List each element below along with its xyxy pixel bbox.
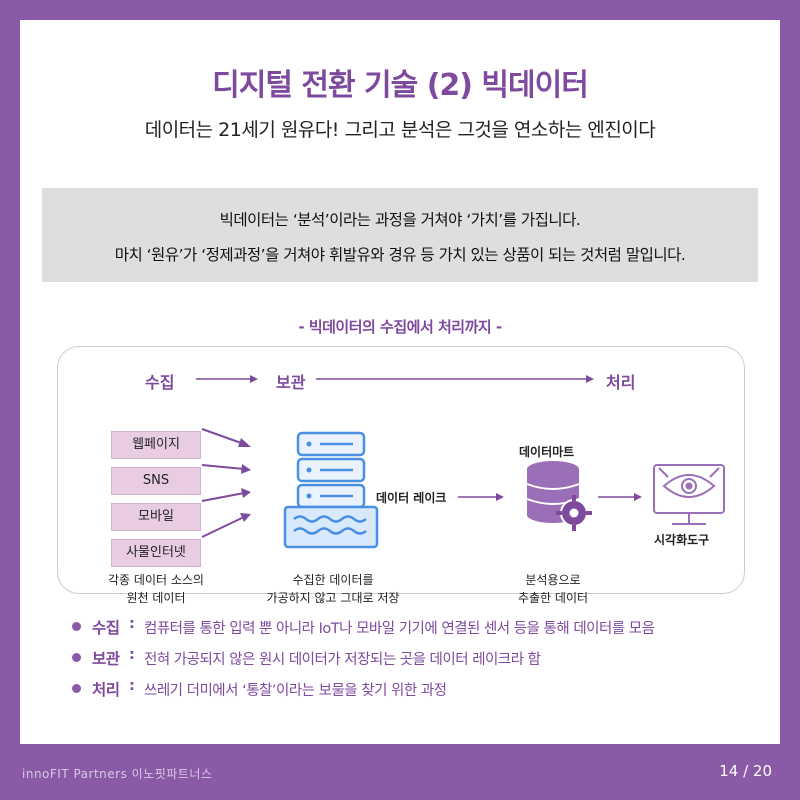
source-mobile: 모바일 <box>111 503 201 531</box>
stage-collect: 수집 <box>145 373 175 392</box>
source-arrows <box>201 428 251 538</box>
bullet-term: 처리 <box>92 681 120 699</box>
page-number: 14 / 20 <box>719 762 772 780</box>
lake-caption-line-2: 가공하지 않고 그대로 저장 <box>266 591 400 605</box>
bullet-dot-icon <box>72 622 81 631</box>
data-mart-icon <box>526 461 592 531</box>
source-webpage: 웹페이지 <box>111 431 201 459</box>
intro-line-2: 마치 ‘원유’가 ‘정제과정’을 거쳐야 휘발유와 경유 등 가치 있는 상품이… <box>114 246 686 264</box>
source-sns: SNS <box>111 467 201 495</box>
stage-store: 보관 <box>276 373 306 392</box>
section-title: - 빅데이터의 수집에서 처리까지 - <box>298 318 502 336</box>
bullet-collect: 수집 : 컴퓨터를 통한 입력 뿐 아니라 IoT나 모바일 기기에 연결된 센… <box>72 616 772 647</box>
pipeline-diagram: 수집 보관 처리 <box>57 346 745 605</box>
bullet-colon: : <box>129 678 135 694</box>
bullet-colon: : <box>129 616 135 632</box>
slide-card: 디지털 전환 기술 (2) 빅데이터 데이터는 21세기 원유다! 그리고 분석… <box>20 20 780 744</box>
bullet-term: 수집 <box>92 619 120 637</box>
mart-caption-line-2: 추출한 데이터 <box>517 591 589 605</box>
stage-arrow-store-process <box>316 375 594 383</box>
bullet-term: 보관 <box>92 650 120 668</box>
visualization-monitor-icon <box>653 464 725 525</box>
data-lake-label: 데이터 레이크 <box>376 491 447 505</box>
intro-line-1: 빅데이터는 ‘분석’이라는 과정을 거쳐야 ‘가치’를 가집니다. <box>219 211 581 229</box>
bullet-list: 수집 : 컴퓨터를 통한 입력 뿐 아니라 IoT나 모바일 기기에 연결된 센… <box>72 616 772 709</box>
viz-tool-label: 시각화도구 <box>654 533 710 547</box>
diagram-graphics <box>196 375 725 549</box>
bullet-desc: 쓰레기 더미에서 ‘통찰’이라는 보물을 찾기 위한 과정 <box>144 683 447 699</box>
bullet-colon: : <box>129 647 135 663</box>
lake-caption-line-1: 수집한 데이터를 <box>292 573 374 587</box>
bullet-dot-icon <box>72 653 81 662</box>
sources-caption-line-2: 원천 데이터 <box>126 591 186 605</box>
mart-caption: 분석용으로 추출한 데이터 <box>488 571 618 607</box>
arrow-mart-viz <box>598 493 642 501</box>
sources-caption: 각종 데이터 소스의 원천 데이터 <box>88 571 224 607</box>
bullet-store: 보관 : 전혀 가공되지 않은 원시 데이터가 저장되는 곳을 데이터 레이크라… <box>72 647 772 678</box>
stage-arrow-collect-store <box>196 375 258 383</box>
bullet-dot-icon <box>72 684 81 693</box>
bullet-desc: 컴퓨터를 통한 입력 뿐 아니라 IoT나 모바일 기기에 연결된 센서 등을 … <box>144 621 655 637</box>
mart-caption-line-1: 분석용으로 <box>525 573 581 587</box>
page-subtitle: 데이터는 21세기 원유다! 그리고 분석은 그것을 연소하는 엔진이다 <box>144 119 656 141</box>
data-lake-icon <box>283 431 379 549</box>
bullet-process: 처리 : 쓰레기 더미에서 ‘통찰’이라는 보물을 찾기 위한 과정 <box>72 678 772 709</box>
intro-box: 빅데이터는 ‘분석’이라는 과정을 거쳐야 ‘가치’를 가집니다. 마치 ‘원유… <box>42 188 758 282</box>
page-title: 디지털 전환 기술 (2) 빅데이터 <box>212 68 589 103</box>
sources-caption-line-1: 각종 데이터 소스의 <box>108 573 204 587</box>
arrow-lake-mart <box>458 493 504 501</box>
stage-process: 처리 <box>606 373 636 392</box>
footer-brand-logo: innoFIT Partners 이노핏파트너스 <box>22 767 213 781</box>
source-iot: 사물인터넷 <box>111 539 201 567</box>
bullet-desc: 전혀 가공되지 않은 원시 데이터가 저장되는 곳을 데이터 레이크라 함 <box>144 652 541 668</box>
lake-caption: 수집한 데이터를 가공하지 않고 그대로 저장 <box>248 571 418 607</box>
data-mart-label: 데이터마트 <box>519 445 575 459</box>
